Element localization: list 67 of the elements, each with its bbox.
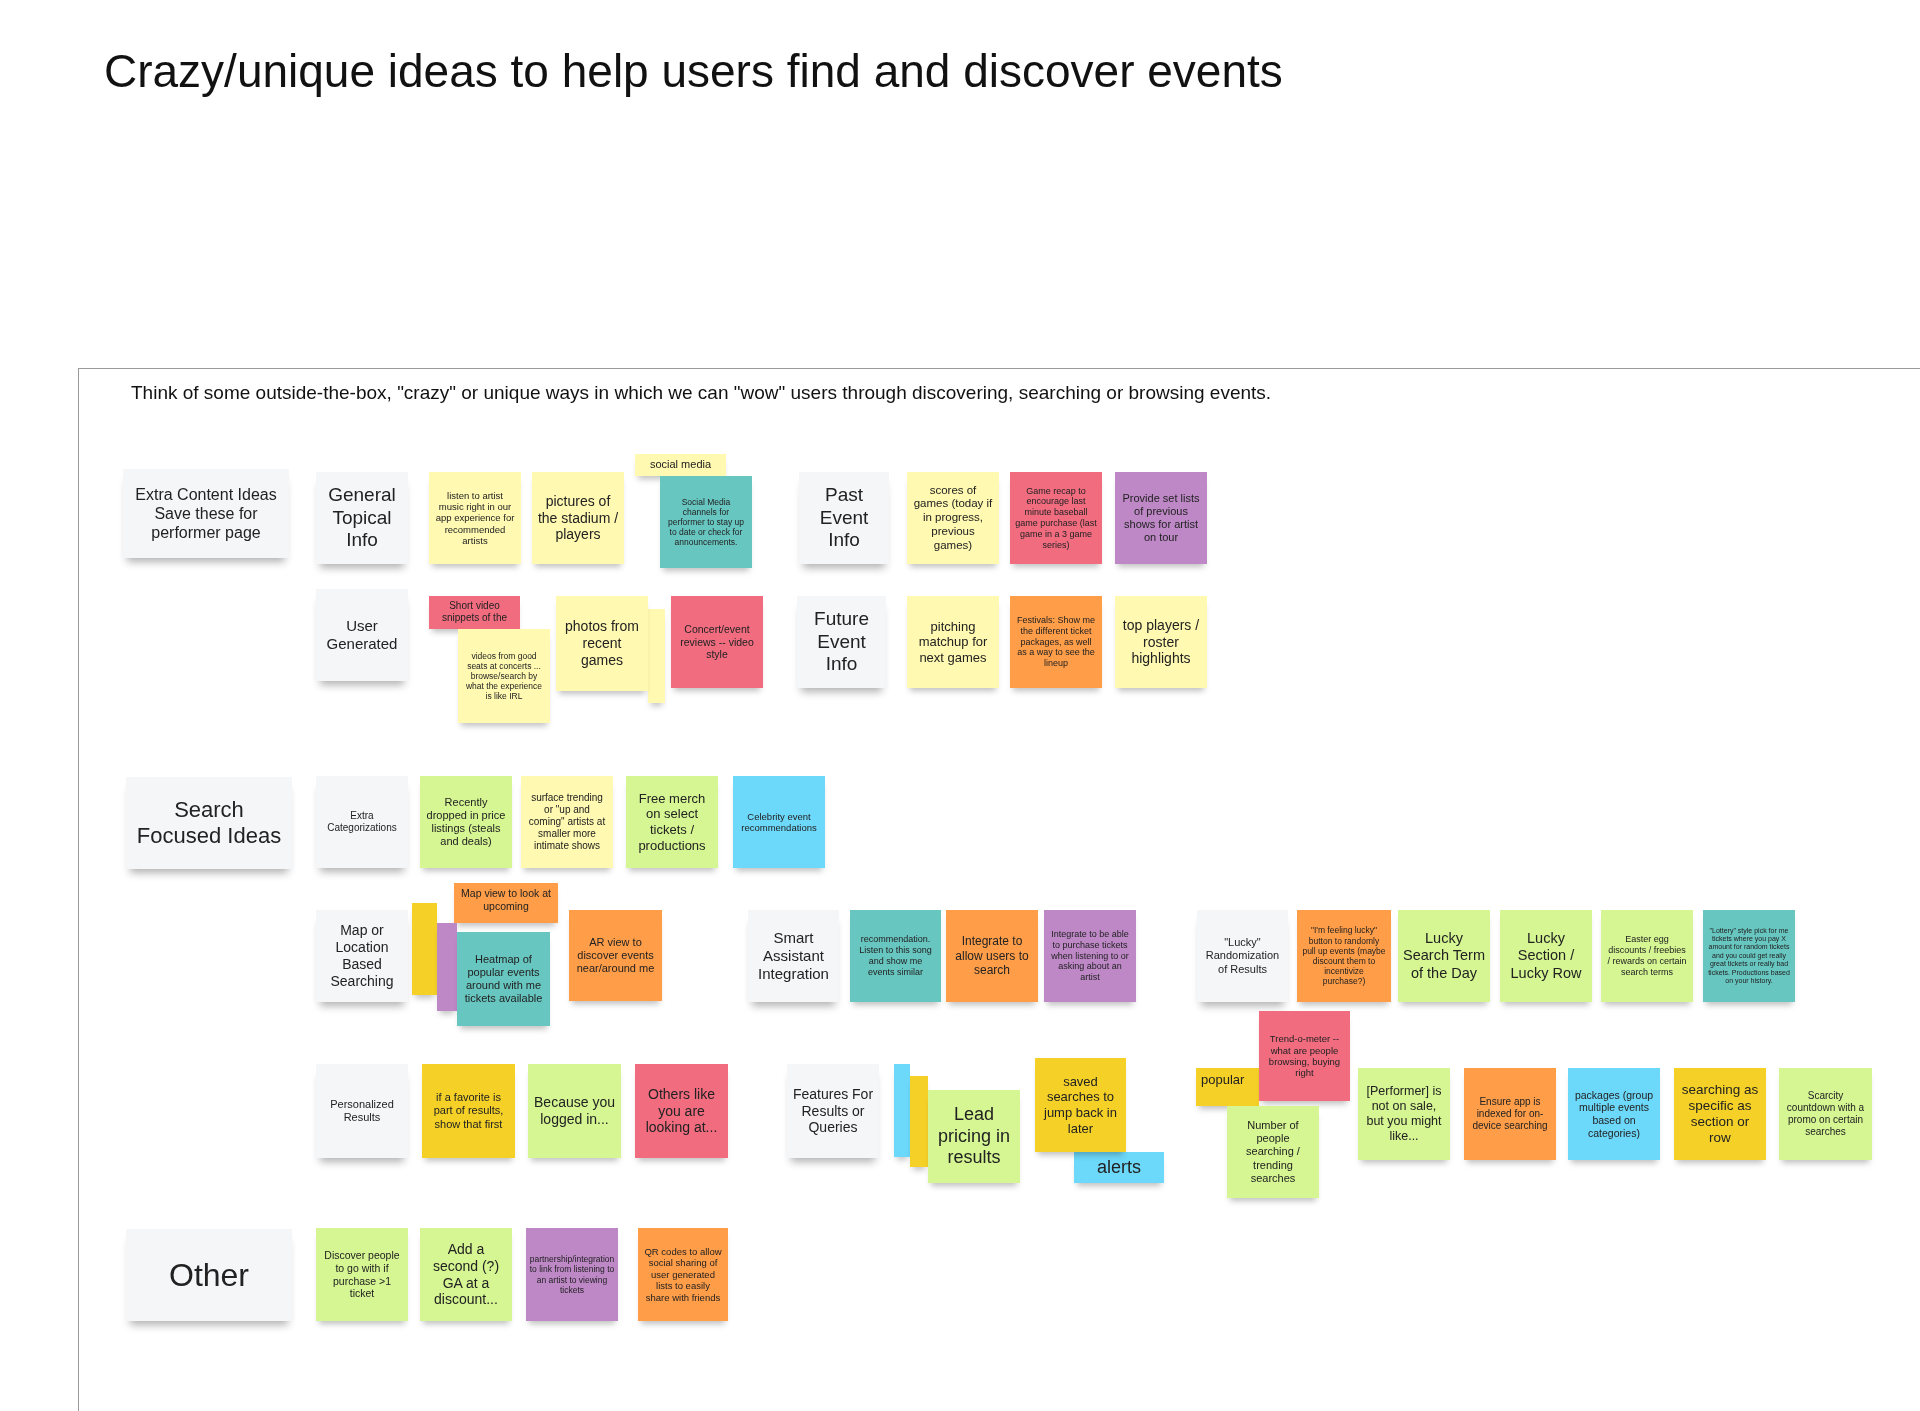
sticky-note: scores of games (today if in progress, previous games) <box>907 472 999 564</box>
heading-note: Features For Results or Queries <box>787 1064 879 1158</box>
page-title: Crazy/unique ideas to help users find and discover events <box>104 44 1283 98</box>
sticky-note: Concert/event reviews -- video style <box>671 596 763 688</box>
sticky-note: Easter egg discounts / freebies / rewards on certain search terms <box>1601 910 1693 1002</box>
sticky-note: partnership/integration to link from listening to an artist to viewing tickets <box>526 1228 618 1321</box>
sticky-note: Festivals: Show me the different ticket packages, as well as a way to see the lineup <box>1010 596 1102 688</box>
sticky-note: Heatmap of popular events around with me tickets available <box>457 932 550 1026</box>
sticky-note: popular <box>1196 1068 1259 1106</box>
sticky-note: surface trending or "up and coming" artists at smaller more intimate shows <box>521 776 613 868</box>
sticky-note: Number of people searching / trending searches <box>1227 1106 1319 1198</box>
sticky-note: Provide set lists of previous shows for artist on tour <box>1115 472 1207 564</box>
sticky-note: Recently dropped in price listings (steals and deals) <box>420 776 512 868</box>
heading-note: Smart Assistant Integration <box>748 910 839 1002</box>
instruction-text: Think of some outside-the-box, "crazy" or unique ways in which we can "wow" users through discovering, searching or browsing events. <box>131 382 1272 404</box>
heading-note: User Generated <box>316 589 408 681</box>
heading-note: General Topical Info <box>316 472 408 564</box>
sticky-note: Scarcity countdown with a promo on certain searches <box>1779 1068 1872 1160</box>
sticky-note: Social Media channels for performer to stay up to date or check for announcements. <box>660 476 752 568</box>
sticky-note <box>437 923 457 1011</box>
sticky-note: Game recap to encourage last minute baseball game purchase (last game in a 3 game series) <box>1010 472 1102 564</box>
heading-note: Personalized Results <box>316 1064 408 1158</box>
sticky-note: Others like you are looking at... <box>635 1064 728 1158</box>
sticky-note: recommendation. Listen to this song and show me events similar <box>850 910 941 1002</box>
heading-note: Map or Location Based Searching <box>316 910 408 1002</box>
sticky-note: pitching matchup for next games <box>907 596 999 688</box>
heading-note: Extra Categorizations <box>316 776 408 868</box>
board-frame <box>78 368 1920 1411</box>
sticky-note: Ensure app is indexed for on-device searching <box>1464 1068 1556 1160</box>
sticky-note: packages (group multiple events based on categories) <box>1568 1068 1660 1160</box>
sticky-note: saved searches to jump back in later <box>1035 1058 1126 1152</box>
heading-note: Past Event Info <box>799 472 889 564</box>
sticky-note: Lucky Search Term of the Day <box>1398 910 1490 1002</box>
sticky-note: Integrate to be able to purchase tickets when listening to or asking about an artist <box>1044 910 1136 1002</box>
sticky-note <box>648 609 665 703</box>
sticky-note: Discover people to go with if purchase >1 ticket <box>316 1228 408 1321</box>
sticky-note: videos from good seats at concerts ... browse/search by what the experience is like IRL <box>458 629 550 723</box>
sticky-note <box>910 1076 928 1167</box>
sticky-note: Map view to look at upcoming <box>454 883 558 923</box>
heading-note: Extra Content Ideas Save these for performer page <box>123 469 289 558</box>
sticky-note: alerts <box>1074 1152 1164 1183</box>
sticky-note: QR codes to allow social sharing of user generated lists to easily share with friends <box>638 1228 728 1321</box>
sticky-note: AR view to discover events near/around me <box>569 910 662 1001</box>
sticky-note: [Performer] is not on sale, but you might like... <box>1358 1068 1450 1160</box>
sticky-note: listen to artist music right in our app experience for recommended artists <box>429 472 521 564</box>
sticky-note: Integrate to allow users to search <box>946 910 1038 1002</box>
sticky-note <box>412 903 437 995</box>
sticky-note: social media <box>635 454 726 476</box>
sticky-note: Free merch on select tickets / productions <box>626 776 718 868</box>
sticky-note <box>894 1064 910 1157</box>
sticky-note: Celebrity event recommendations <box>733 776 825 868</box>
sticky-note: Trend-o-meter -- what are people browsing, buying right <box>1259 1011 1350 1101</box>
sticky-note: pictures of the stadium / players <box>532 472 624 564</box>
sticky-note: searching as specific as section or row <box>1674 1068 1766 1160</box>
sticky-note: Lucky Section / Lucky Row <box>1500 910 1592 1002</box>
heading-note: Search Focused Ideas <box>126 777 292 869</box>
sticky-note: photos from recent games <box>556 596 648 691</box>
sticky-note: top players / roster highlights <box>1115 596 1207 688</box>
sticky-note: Add a second (?) GA at a discount... <box>420 1228 512 1321</box>
sticky-note: Because you logged in... <box>528 1064 621 1158</box>
sticky-note: Short video snippets of the <box>429 596 520 629</box>
heading-note: Other <box>126 1229 292 1321</box>
heading-note: "Lucky" Randomization of Results <box>1197 910 1288 1002</box>
sticky-note: "I'm feeling lucky" button to randomly pull up events (maybe discount them to incentivize purchase?) <box>1297 910 1391 1002</box>
heading-note: Future Event Info <box>797 596 886 688</box>
sticky-note: Lead pricing in results <box>928 1090 1020 1183</box>
sticky-note: if a favorite is part of results, show that first <box>422 1064 515 1158</box>
